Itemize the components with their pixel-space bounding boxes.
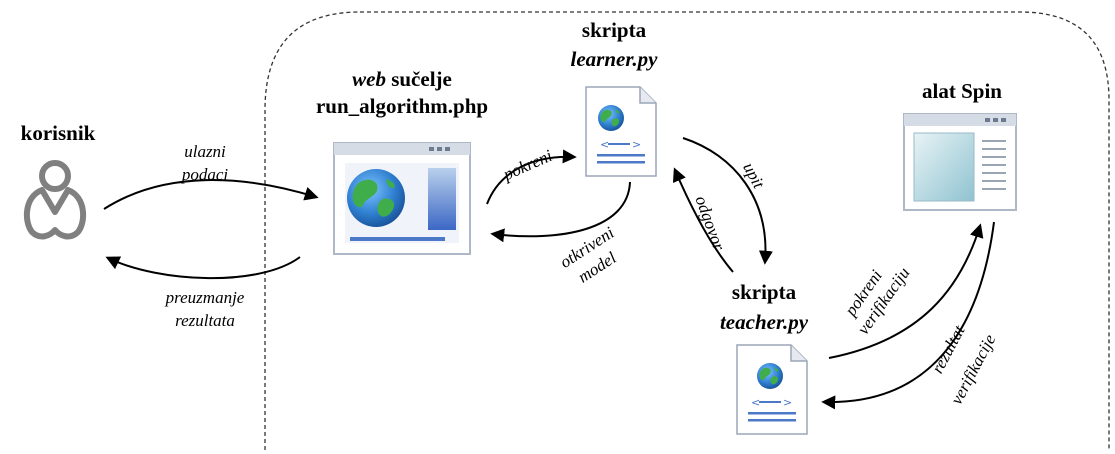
arrow-download	[105, 256, 301, 280]
edge-label-download-1: preuzmanje	[165, 288, 245, 307]
user-title: korisnik	[21, 121, 96, 145]
browser-window-icon	[333, 142, 471, 255]
edge-label-download-2: rezultata	[175, 311, 235, 330]
arrow-model	[490, 181, 631, 243]
svg-text:<: <	[600, 138, 609, 151]
arrow-verify-result	[821, 221, 995, 410]
arrow-input	[103, 179, 319, 210]
edge-label-input-1: ulazni	[184, 142, 226, 161]
learner-title: skripta	[582, 18, 647, 42]
script-document-icon: < >	[585, 86, 657, 177]
svg-text:>: >	[783, 396, 792, 409]
arrow-query	[682, 137, 773, 265]
application-window-icon	[903, 113, 1017, 211]
spin-title: alat Spin	[922, 79, 1002, 103]
web-subtitle: run_algorithm.php	[316, 94, 488, 118]
arrow-run	[486, 149, 577, 205]
teacher-subtitle: teacher.py	[720, 310, 809, 334]
svg-text:>: >	[632, 138, 641, 151]
arrow-start-verify	[828, 223, 984, 359]
edge-label-answer: odgovor	[692, 193, 729, 253]
teacher-title: skripta	[732, 280, 797, 304]
svg-text:web sučelje: web sučelje	[352, 67, 452, 91]
web-title: web sučelje	[352, 67, 452, 91]
edge-label-input-2: podaci	[181, 165, 229, 184]
arrow-answer	[672, 167, 734, 273]
script-document-icon: < >	[736, 344, 808, 435]
edge-label-query: upit	[739, 159, 769, 192]
user-icon	[23, 160, 87, 240]
svg-text:<: <	[751, 396, 760, 409]
system-boundary	[264, 11, 1110, 450]
edge-label-run: pokreni	[500, 146, 556, 185]
learner-subtitle: learner.py	[571, 47, 659, 71]
